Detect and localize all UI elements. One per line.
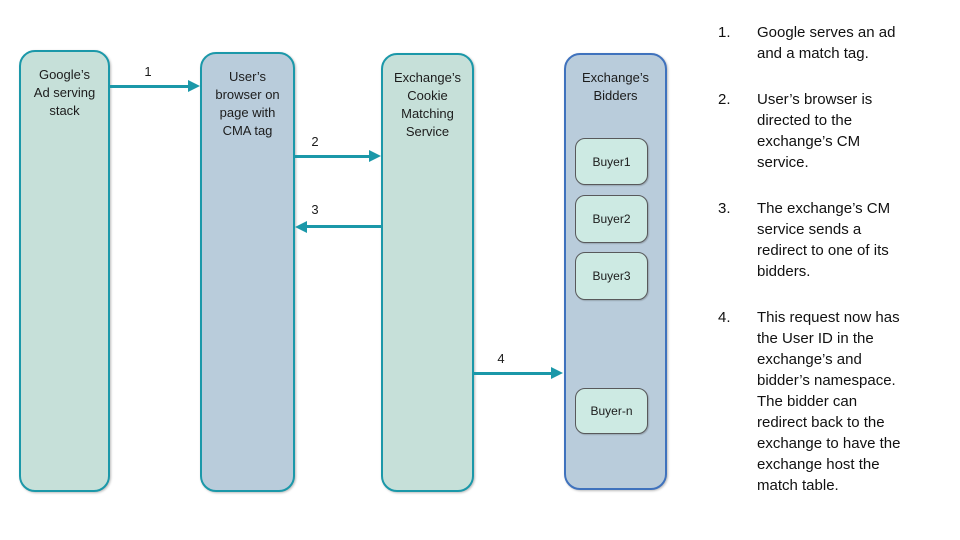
arrow-2-label: 2 [311, 134, 319, 149]
node-cookie-matching-service-label: Exchange’s Cookie Matching Service [394, 70, 461, 139]
buyer-n-box: Buyer-n [575, 388, 648, 434]
node-exchange-bidders-label: Exchange’s Bidders [582, 70, 649, 103]
arrow-1-head-icon [188, 80, 200, 92]
arrow-4-line [474, 372, 552, 375]
step-item-4: 4. This request now has the User ID in t… [718, 307, 950, 496]
node-user-browser-label: User’s browser on page with CMA tag [215, 69, 280, 138]
step-item-3: 3. The exchange’s CM service sends a red… [718, 198, 950, 282]
step-item-2: 2. User’s browser is directed to the exc… [718, 89, 950, 173]
step-item-1: 1. Google serves an ad and a match tag. [718, 22, 950, 64]
arrow-4-head-icon [551, 367, 563, 379]
arrow-4-label: 4 [497, 351, 505, 366]
arrow-1-line [110, 85, 189, 88]
arrow-3-line [306, 225, 381, 228]
node-user-browser: User’s browser on page with CMA tag [200, 52, 295, 492]
step-3-text: The exchange’s CM service sends a redire… [757, 200, 891, 280]
step-1-text: Google serves an ad and a match tag. [757, 24, 896, 62]
step-4-number: 4. [718, 309, 731, 326]
arrow-3-label: 3 [311, 202, 319, 217]
steps-list: 1. Google serves an ad and a match tag. … [718, 22, 950, 521]
node-google-ad-stack-label: Google’s Ad serving stack [33, 67, 96, 118]
node-exchange-bidders: Exchange’s Bidders Buyer1 Buyer2 Buyer3 … [564, 53, 667, 490]
buyer1-box: Buyer1 [575, 138, 648, 185]
step-1-number: 1. [718, 24, 731, 41]
step-2-number: 2. [718, 91, 731, 108]
buyer2-box: Buyer2 [575, 195, 648, 243]
arrow-3-head-icon [295, 221, 307, 233]
buyer3-box: Buyer3 [575, 252, 648, 300]
node-cookie-matching-service: Exchange’s Cookie Matching Service [381, 53, 474, 492]
step-4-text: This request now has the User ID in the … [757, 309, 901, 494]
step-2-text: User’s browser is directed to the exchan… [757, 91, 873, 171]
arrow-1-label: 1 [144, 64, 152, 79]
step-3-number: 3. [718, 200, 731, 217]
arrow-2-head-icon [369, 150, 381, 162]
node-google-ad-stack: Google’s Ad serving stack [19, 50, 110, 492]
arrow-2-line [295, 155, 370, 158]
